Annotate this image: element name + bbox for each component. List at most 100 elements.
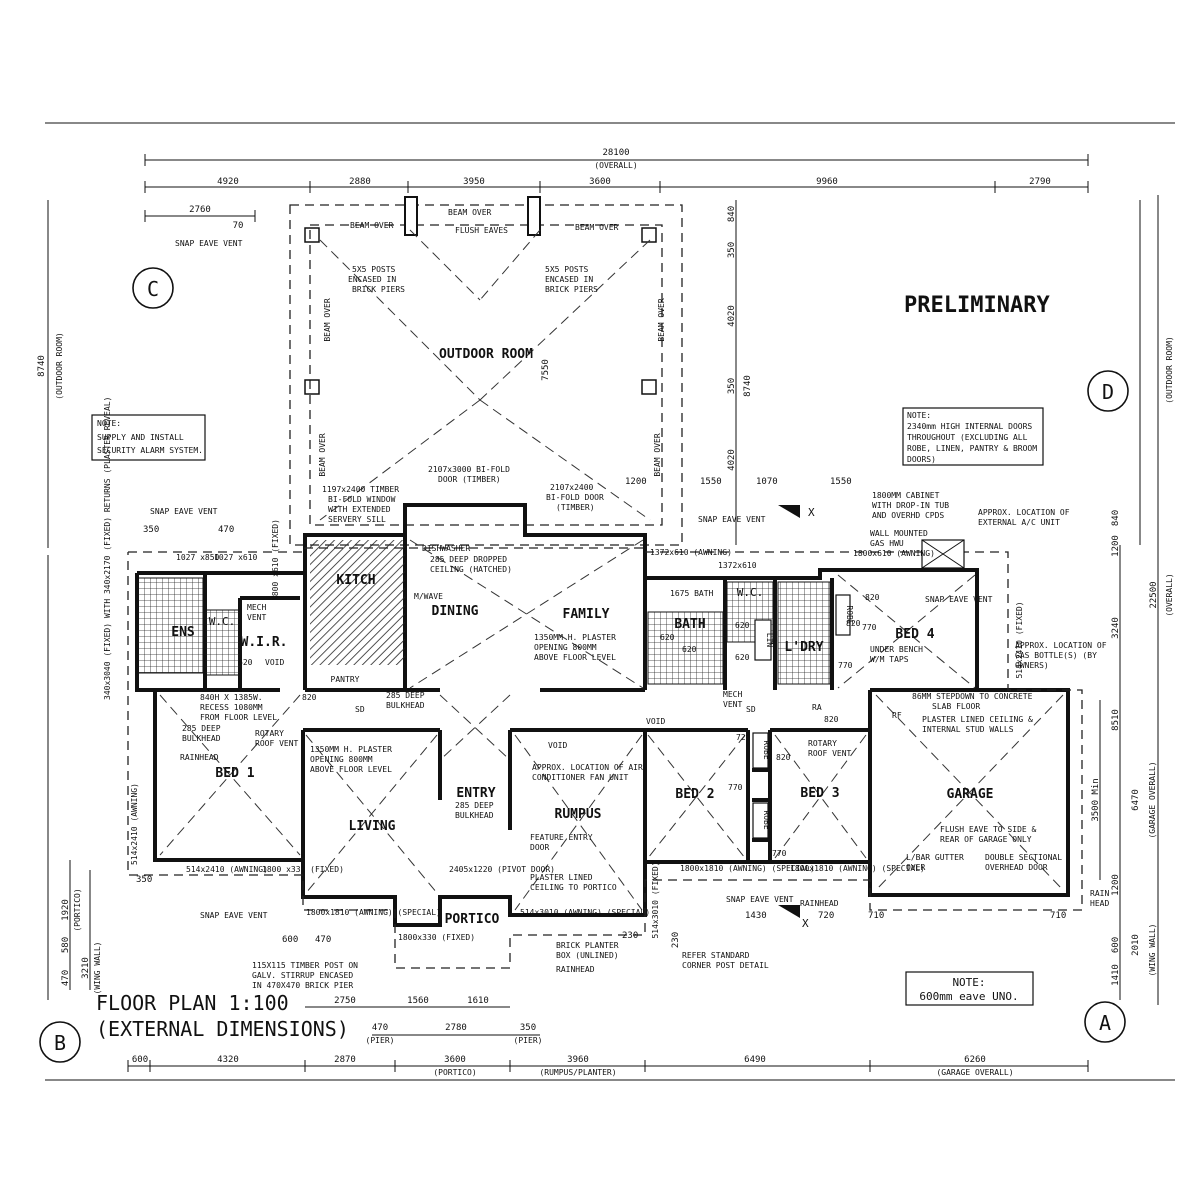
svg-text:APPROX. LOCATION OF: APPROX. LOCATION OF: [978, 508, 1070, 517]
window-labels: 340x3040 (FIXED) WITH 340x2170 (FIXED) R…: [103, 397, 1024, 942]
svg-text:470: 470: [218, 525, 234, 535]
room-bed2: BED 2: [675, 787, 714, 802]
svg-text:230: 230: [671, 932, 681, 948]
svg-text:CEILING (HATCHED): CEILING (HATCHED): [430, 565, 512, 574]
svg-text:D: D: [1102, 380, 1114, 404]
svg-text:1800x1810 (AWNING) (SPECIAL): 1800x1810 (AWNING) (SPECIAL): [680, 864, 815, 873]
svg-text:ROOF VENT: ROOF VENT: [808, 749, 852, 758]
svg-text:WITH EXTENDED: WITH EXTENDED: [328, 505, 391, 514]
bottom-dimensions: 2750 1560 1610 470 2780 350 (PIER) (PIER…: [127, 996, 1089, 1077]
svg-text:(RUMPUS/PLANTER): (RUMPUS/PLANTER): [539, 1068, 616, 1077]
svg-text:514x2410 (AWNING): 514x2410 (AWNING): [186, 865, 268, 874]
room-bed4: BED 4: [895, 627, 934, 642]
svg-text:620: 620: [660, 633, 675, 642]
svg-text:720: 720: [736, 733, 751, 742]
svg-text:1800MM CABINET: 1800MM CABINET: [872, 491, 940, 500]
svg-text:350: 350: [520, 1023, 536, 1033]
svg-text:MECH: MECH: [723, 690, 742, 699]
svg-text:(PORTICO): (PORTICO): [433, 1068, 476, 1077]
svg-text:RA: RA: [812, 703, 822, 712]
svg-text:GAS BOTTLE(S) (BY: GAS BOTTLE(S) (BY: [1015, 651, 1097, 660]
svg-text:3960: 3960: [567, 1055, 589, 1065]
bath-tile: [647, 611, 724, 685]
svg-text:ROBE, LINEN, PANTRY & BROOM: ROBE, LINEN, PANTRY & BROOM: [907, 444, 1037, 453]
posts-left-1: 5X5 POSTS: [352, 265, 396, 274]
svg-text:ROTARY: ROTARY: [255, 729, 284, 738]
grid-marker-d: D: [1087, 370, 1129, 412]
svg-text:GALV. STIRRUP ENCASED: GALV. STIRRUP ENCASED: [252, 971, 353, 980]
right-dim-8510: 8510: [1111, 709, 1121, 731]
svg-text:NOTE:: NOTE:: [907, 411, 931, 420]
note-eave: NOTE: 600mm eave UNO.: [905, 971, 1034, 1006]
svg-text:REFER STANDARD: REFER STANDARD: [682, 951, 750, 960]
svg-text:OVERHEAD DOOR: OVERHEAD DOOR: [985, 863, 1048, 872]
svg-text:VENT: VENT: [247, 613, 266, 622]
svg-text:1610: 1610: [467, 996, 489, 1006]
svg-text:BI-FOLD DOOR: BI-FOLD DOOR: [546, 493, 604, 502]
right-dim-1200: 1200: [1111, 535, 1121, 557]
left-dim-wing: (WING WALL): [93, 942, 102, 995]
svg-text:BULKHEAD: BULKHEAD: [182, 734, 221, 743]
svg-text:1800x1810 (AWNING) (SPECIAL): 1800x1810 (AWNING) (SPECIAL): [790, 864, 925, 873]
room-wc2: W.C.: [737, 586, 764, 599]
right-dim-6470: 6470: [1131, 789, 1141, 811]
svg-text:SNAP EAVE VENT: SNAP EAVE VENT: [698, 515, 766, 524]
flush-eaves-label: FLUSH EAVES: [455, 226, 508, 235]
svg-text:770: 770: [838, 661, 853, 670]
svg-text:(PIER): (PIER): [366, 1036, 395, 1045]
svg-text:(PIER): (PIER): [514, 1036, 543, 1045]
svg-text:770: 770: [728, 783, 743, 792]
svg-text:620: 620: [682, 645, 697, 654]
svg-text:SUPPLY AND INSTALL: SUPPLY AND INSTALL: [97, 433, 184, 442]
svg-text:WALL MOUNTED: WALL MOUNTED: [870, 529, 928, 538]
robe-bed3: [752, 802, 769, 839]
svg-text:A: A: [1099, 1011, 1111, 1035]
right-dim-350b: 350: [727, 378, 737, 394]
svg-text:350: 350: [136, 875, 152, 885]
svg-text:CONDITIONER FAN UNIT: CONDITIONER FAN UNIT: [532, 773, 629, 782]
svg-text:620: 620: [735, 621, 750, 630]
svg-text:SNAP EAVE VENT: SNAP EAVE VENT: [200, 911, 268, 920]
svg-text:4320: 4320: [217, 1055, 239, 1065]
room-family: FAMILY: [563, 607, 610, 622]
right-dim-3240: 3240: [1111, 617, 1121, 639]
room-dining: DINING: [432, 604, 479, 619]
svg-text:BULKHEAD: BULKHEAD: [455, 811, 494, 820]
void-rumpus: VOID: [548, 741, 567, 750]
posts-right-3: BRICK PIERS: [545, 285, 598, 294]
svg-text:600: 600: [282, 935, 298, 945]
left-dim-3210: 3210: [81, 957, 91, 979]
svg-text:OWNERS): OWNERS): [1015, 661, 1049, 670]
svg-text:1675 BATH: 1675 BATH: [670, 589, 714, 598]
svg-text:VENT: VENT: [723, 700, 742, 709]
svg-text:1800x330 (FIXED): 1800x330 (FIXED): [398, 933, 475, 942]
robe-bed4: [835, 594, 851, 636]
rainhead-bottom: RAINHEAD: [556, 965, 595, 974]
left-dim-470: 470: [61, 970, 71, 986]
drawing-title: FLOOR PLAN 1:100 (EXTERNAL DIMENSIONS): [96, 991, 349, 1041]
door-sizes: 820 820 820 820 720 770 770 770 770 820 …: [238, 593, 880, 858]
room-bed1: BED 1: [215, 766, 254, 781]
svg-text:285 DEEP DROPPED: 285 DEEP DROPPED: [430, 555, 507, 564]
svg-text:1027 x610: 1027 x610: [214, 553, 258, 562]
svg-text:1550: 1550: [700, 477, 722, 487]
svg-text:OVER: OVER: [906, 863, 925, 872]
svg-text:1430: 1430: [745, 911, 767, 921]
left-dim-1920: 1920: [61, 899, 71, 921]
svg-text:OPENING 800MM: OPENING 800MM: [310, 755, 373, 764]
svg-text:AND OVERHD CPDS: AND OVERHD CPDS: [872, 511, 944, 520]
svg-text:B: B: [54, 1031, 66, 1055]
svg-text:NOTE:: NOTE:: [952, 976, 985, 989]
svg-text:SERVERY SILL: SERVERY SILL: [328, 515, 386, 524]
svg-text:BRICK PLANTER: BRICK PLANTER: [556, 941, 619, 950]
svg-text:ABOVE FLOOR LEVEL: ABOVE FLOOR LEVEL: [534, 653, 616, 662]
svg-text:1027 x850: 1027 x850: [176, 553, 220, 562]
right-dim-1410: 1410: [1111, 964, 1121, 986]
grid-marker-b: B: [39, 1021, 81, 1063]
svg-text:115X115 TIMBER POST ON: 115X115 TIMBER POST ON: [252, 961, 358, 970]
svg-text:SNAP EAVE VENT: SNAP EAVE VENT: [726, 895, 794, 904]
svg-text:WITH DROP-IN TUB: WITH DROP-IN TUB: [872, 501, 949, 510]
svg-text:1350MM H. PLASTER: 1350MM H. PLASTER: [534, 633, 616, 642]
overall-width-dim: 28100: [602, 148, 629, 158]
right-dim-1200b: 1200: [1111, 874, 1121, 896]
